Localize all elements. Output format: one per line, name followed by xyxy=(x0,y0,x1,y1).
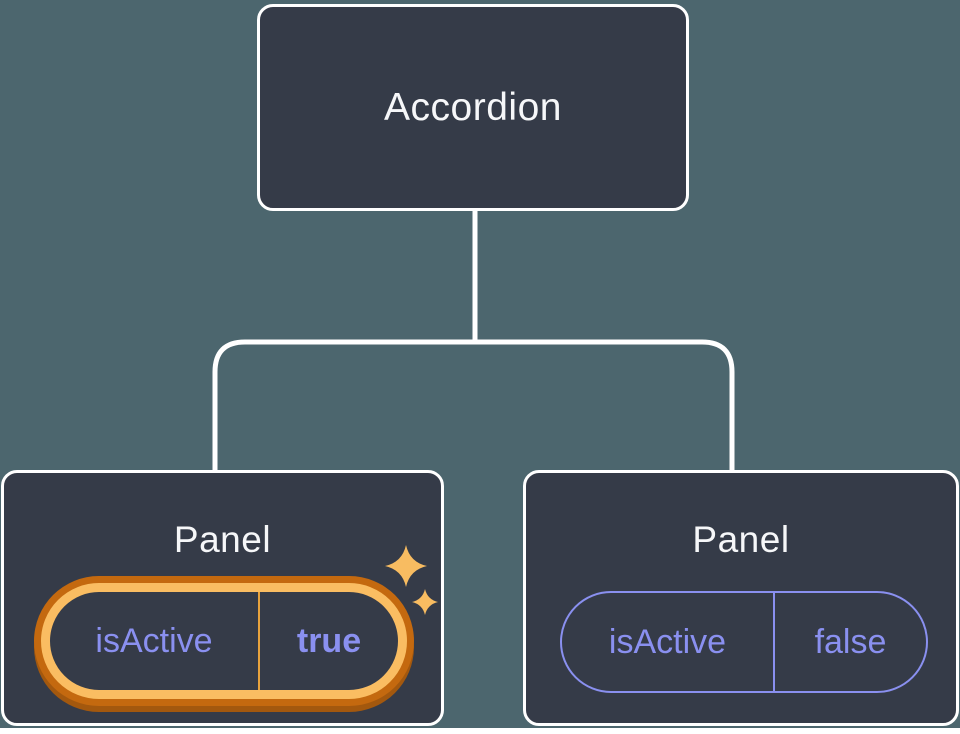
connector-bracket xyxy=(212,339,735,471)
accordion-node-label: Accordion xyxy=(384,85,562,129)
state-pill-inactive: isActive false xyxy=(560,591,928,693)
state-key-inactive: isActive xyxy=(608,622,727,661)
panel-node-inactive: Panel isActive false xyxy=(523,470,959,726)
accordion-node: Accordion xyxy=(257,4,689,211)
panel-node-active: Panel isActive true xyxy=(1,470,444,726)
state-value-active: true xyxy=(296,621,362,660)
state-key-active: isActive xyxy=(95,621,213,660)
panel-active-label: Panel xyxy=(173,519,272,560)
panel-inactive-label: Panel xyxy=(692,519,790,560)
state-value-inactive: false xyxy=(814,622,887,661)
pill-divider-active xyxy=(258,592,260,690)
state-pill-active: isActive true xyxy=(41,583,407,699)
pill-divider-inactive xyxy=(773,593,775,691)
page-edge xyxy=(0,728,960,734)
